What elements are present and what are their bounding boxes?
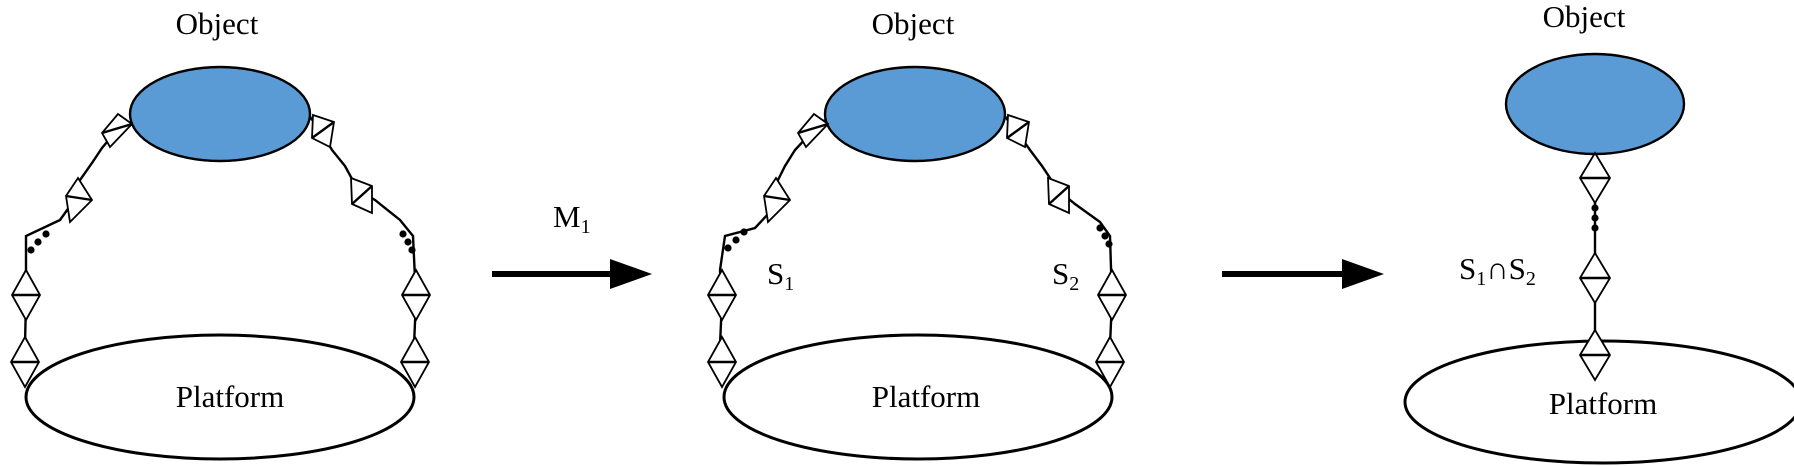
chain-label-s1: S1	[767, 256, 794, 295]
ellipsis-dots	[27, 230, 416, 254]
joint-icon	[65, 176, 94, 224]
left-joints	[9, 112, 134, 389]
object-ellipse	[128, 65, 312, 163]
chain-label-s2: S2	[1052, 256, 1079, 295]
left-chain	[718, 119, 826, 346]
platform-label: Platform	[1549, 386, 1658, 421]
right-joints	[311, 113, 432, 389]
joint-icon	[100, 112, 134, 149]
platform-ellipse	[722, 333, 1114, 461]
left-joints	[706, 112, 830, 389]
ellipsis-dots	[1591, 204, 1599, 232]
platform-label: Platform	[872, 379, 981, 414]
object-label: Object	[176, 6, 259, 41]
right-chain	[1002, 113, 1114, 346]
arrow-1: M1	[492, 199, 652, 289]
panel-1: Object Platform	[9, 6, 432, 461]
chain-label-intersection: S1∩S2	[1459, 251, 1536, 290]
right-joints	[1006, 113, 1128, 389]
arrow-label: M1	[553, 199, 591, 238]
platform-ellipse	[1403, 339, 1794, 465]
ellipsis-dots	[724, 224, 1113, 252]
object-ellipse	[1504, 52, 1686, 156]
panel-3: Object Platform S1∩S2	[1403, 0, 1794, 465]
object-ellipse	[823, 65, 1007, 163]
joint-icon	[763, 176, 792, 224]
object-label: Object	[872, 6, 955, 41]
left-chain	[23, 121, 131, 346]
platform-ellipse	[24, 333, 416, 461]
panel-2: Object Platform	[706, 6, 1128, 461]
object-label: Object	[1543, 0, 1626, 34]
arrow-2	[1222, 259, 1384, 289]
center-joints	[1578, 151, 1612, 382]
joint-icon	[796, 112, 830, 149]
right-chain	[307, 113, 418, 346]
platform-label: Platform	[176, 379, 285, 414]
